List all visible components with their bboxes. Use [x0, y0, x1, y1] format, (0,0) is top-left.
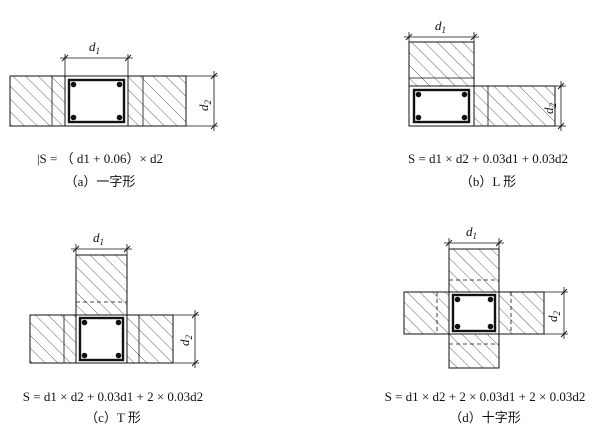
svg-text:d2: d2 [196, 100, 213, 112]
dimension-d2: d2 [544, 287, 568, 339]
svg-text:d1: d1 [466, 224, 477, 241]
dimension-d1: d1 [60, 39, 133, 76]
panel-d: d1 d2 S = d1 × d2 + 2 × 0.03d1 + 2 × 0.0… [385, 224, 586, 425]
column-stirrup [78, 316, 125, 362]
rebar [415, 91, 422, 98]
caption: （b）L 形 [460, 174, 516, 189]
formula: S = d1 × d2 + 0.03d1 + 2 × 0.03d2 [23, 389, 203, 404]
formula: S = d1 × d2 + 2 × 0.03d1 + 2 × 0.03d2 [385, 389, 586, 404]
rebar [115, 352, 122, 359]
rebar [116, 81, 123, 88]
dimension-d2: d2 [186, 71, 218, 131]
formula: |S = （ d1 + 0.06）× d2 [37, 151, 163, 166]
rebar [81, 352, 88, 359]
column-stirrup [451, 293, 497, 333]
rebar [461, 114, 468, 121]
svg-text:d1: d1 [435, 18, 446, 35]
panel-b: d1 d2 S = d1 × d2 + 0.03d1 + 0.03d2 （b）L… [404, 18, 568, 189]
rebar [116, 114, 123, 121]
svg-text:d2: d2 [541, 103, 558, 115]
rebar [115, 319, 122, 326]
svg-text:d1: d1 [89, 39, 100, 56]
wall-arm-top [408, 41, 475, 87]
rebar [81, 319, 88, 326]
dimension-d1: d1 [71, 230, 132, 255]
rebar [70, 114, 77, 121]
wall-arm-right [473, 85, 556, 127]
panel-c: d1 d2 S = d1 × d2 + 0.03d1 + 2 × 0.03d2 … [23, 230, 203, 425]
dimension-d2: d2 [173, 310, 199, 368]
rebar [415, 114, 422, 121]
svg-text:d2: d2 [545, 311, 562, 323]
column-stirrup [412, 88, 471, 124]
panel-a: d1 d2 |S = （ d1 + 0.06）× d2 （a）一字形 [9, 39, 218, 189]
dimension-d2: d2 [541, 81, 566, 131]
wall-arm-top [448, 248, 500, 293]
wall-arm-bottom [448, 333, 500, 369]
formula: S = d1 × d2 + 0.03d1 + 0.03d2 [408, 151, 568, 166]
caption: （a）一字形 [65, 174, 136, 189]
wall-arm-top [75, 254, 128, 316]
caption: （d）十字形 [449, 410, 521, 425]
svg-text:d2: d2 [177, 335, 194, 347]
rebar [487, 296, 494, 303]
rebar [454, 296, 461, 303]
column-stirrup [67, 78, 126, 124]
rebar [454, 323, 461, 330]
dimension-d1: d1 [404, 18, 479, 42]
rebar [487, 323, 494, 330]
caption: （c）T 形 [85, 410, 141, 425]
svg-text:d1: d1 [93, 230, 104, 247]
rebar [70, 81, 77, 88]
rebar [461, 91, 468, 98]
dimension-d1: d1 [444, 224, 504, 249]
